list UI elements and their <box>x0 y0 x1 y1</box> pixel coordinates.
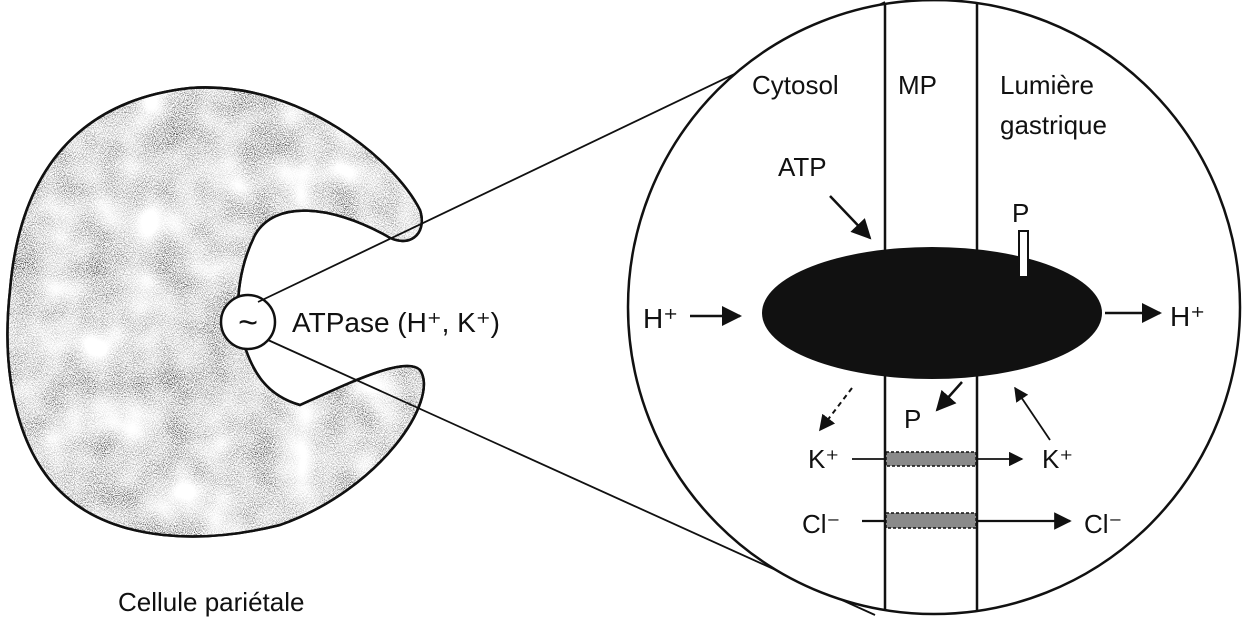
lumen-label-line2: gastrique <box>1000 110 1107 140</box>
proton-pump-enzyme <box>762 247 1102 379</box>
k-channel <box>886 452 976 466</box>
h-in-label: H⁺ <box>643 303 678 334</box>
phosphate-bottom-label: P <box>904 404 921 434</box>
cl-in-label: Cl⁻ <box>802 509 840 539</box>
atpase-pump-symbol: ~ <box>238 304 258 342</box>
lumen-label-line1: Lumière <box>1000 70 1094 100</box>
phosphate-bond-bar <box>1019 231 1028 277</box>
k-out-label: K⁺ <box>1042 444 1073 474</box>
phosphate-top-label: P <box>1012 198 1029 228</box>
cl-out-label: Cl⁻ <box>1084 509 1122 539</box>
cell-name-label: Cellule pariétale <box>118 587 304 617</box>
h-out-label: H⁺ <box>1170 301 1205 332</box>
k-in-label: K⁺ <box>808 444 839 474</box>
parietal-cell: ~ ATPase (H⁺, K⁺) Cellule pariétale <box>0 80 500 617</box>
magnified-inset: Cytosol MP Lumière gastrique ATP P H⁺ H⁺… <box>628 0 1240 618</box>
atpase-label: ATPase (H⁺, K⁺) <box>292 307 500 338</box>
atp-label: ATP <box>778 152 827 182</box>
membrane-label: MP <box>898 70 937 100</box>
cl-channel <box>886 513 976 528</box>
cytosol-label: Cytosol <box>752 70 839 100</box>
